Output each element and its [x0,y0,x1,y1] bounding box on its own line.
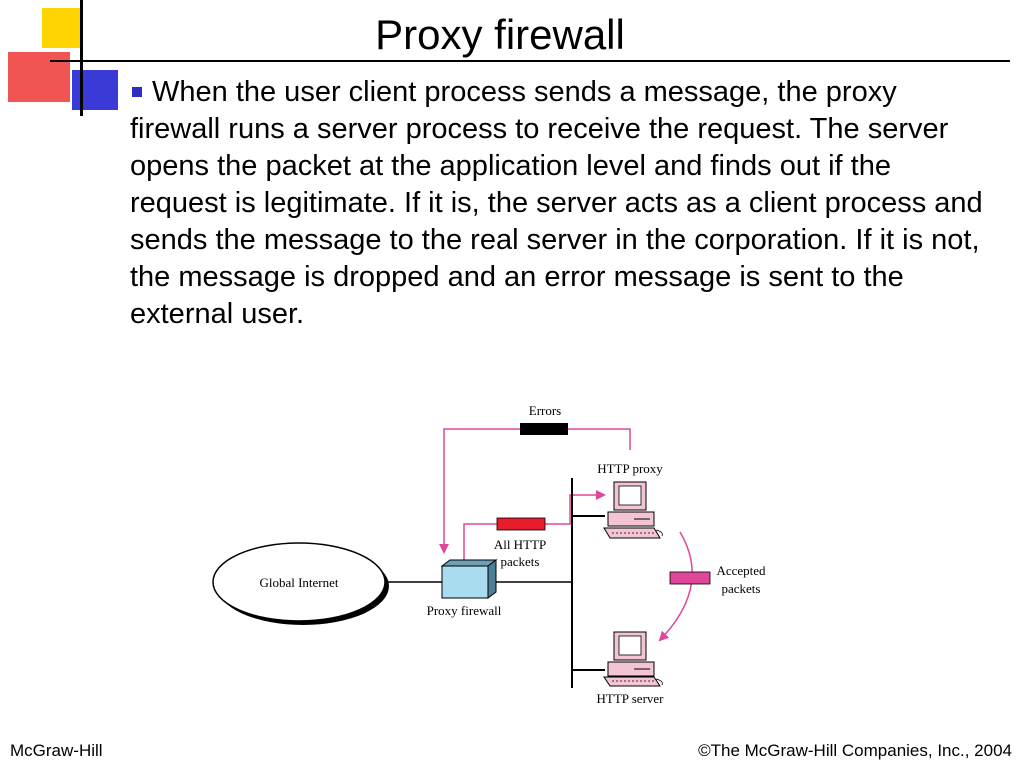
http-packets-path [463,490,606,562]
accepted-label-line1: Accepted [716,563,766,578]
yellow-square [42,8,82,48]
all-http-label-line2: packets [501,554,540,569]
vertical-rule [80,0,83,116]
errors-label: Errors [529,403,562,418]
global-internet-label: Global Internet [259,575,338,590]
errors-packet [520,423,568,435]
http-server-label: HTTP server [596,691,664,706]
slide-title: Proxy firewall [375,11,625,58]
accepted-label-line2: packets [722,581,761,596]
proxy-firewall-label: Proxy firewall [427,603,502,618]
http-proxy-label: HTTP proxy [597,461,663,476]
bullet-text: When the user client process sends a mes… [130,76,983,330]
footer-copyright: ©The McGraw-Hill Companies, Inc., 2004 [698,741,1012,760]
errors-path [439,428,631,554]
firewall-icon [440,559,498,599]
http-proxy-computer-icon [603,481,663,539]
title-divider [50,60,1010,62]
blue-square [72,70,118,110]
global-internet-node [212,542,386,622]
bullet-paragraph: When the user client process sends a mes… [130,74,990,333]
bullet-icon [132,87,142,97]
footer-publisher: McGraw-Hill [10,741,103,760]
http-server-computer-icon [603,631,663,687]
http-packet [496,517,546,531]
accepted-path [658,531,693,642]
all-http-label-line1: All HTTP [494,537,546,552]
accepted-packet [669,571,711,585]
